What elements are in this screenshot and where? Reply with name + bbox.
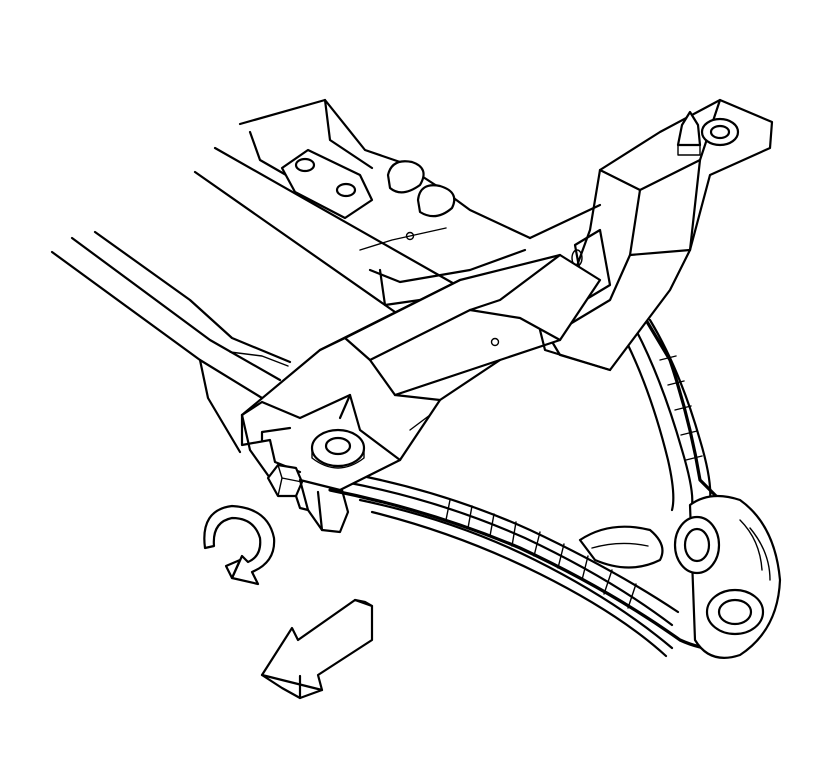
mount-hole [294, 157, 316, 173]
direction-arrow-icon [260, 598, 374, 700]
rotation-arrow-icon [203, 504, 276, 586]
crossmember [193, 98, 532, 314]
locating-stud [676, 110, 702, 147]
mount-hole [335, 182, 357, 198]
lower-control-arm [328, 308, 782, 659]
bumper [386, 160, 425, 194]
frame-rail [50, 230, 292, 454]
front-bushing [310, 428, 366, 468]
bracket-hole [700, 117, 740, 147]
bumper [416, 184, 456, 218]
bushing [673, 515, 721, 575]
mount-pad [280, 148, 374, 220]
front-bracket [240, 253, 612, 534]
small-hole [405, 231, 415, 241]
ball-joint [705, 588, 765, 636]
